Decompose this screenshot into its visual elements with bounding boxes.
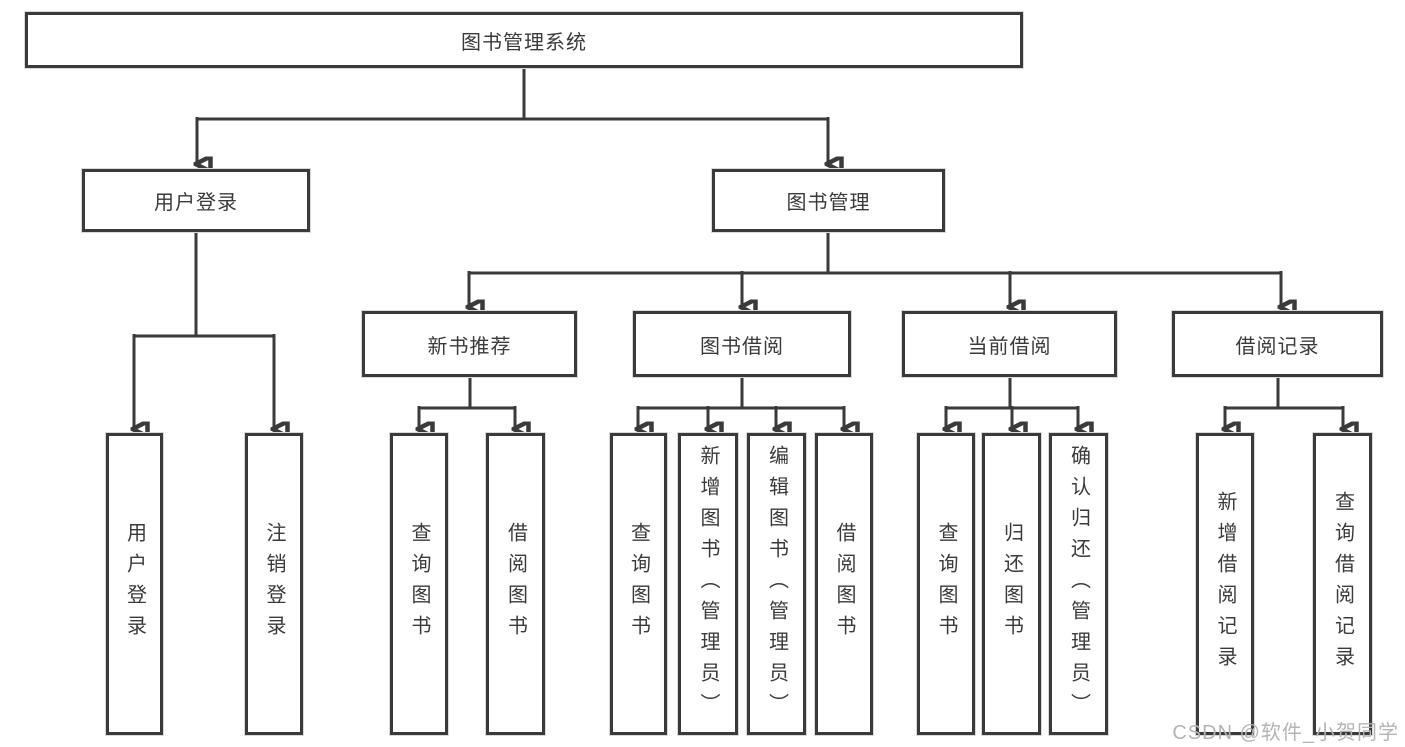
node-new-book-recommend: 新书推荐 (362, 311, 577, 377)
node-label: 确认归还（管理员） (1067, 444, 1090, 724)
csdn-watermark: CSDN @软件_小贺同学 (1172, 722, 1399, 744)
node-label: 查询图书 (408, 522, 430, 646)
node-leaf-add-book-admin: 新增图书（管理员） (678, 433, 738, 735)
node-label: 图书管理系统 (461, 31, 587, 54)
node-leaf-query-book-1: 查询图书 (390, 433, 448, 735)
node-leaf-edit-book-admin: 编辑图书（管理员） (747, 433, 806, 735)
node-leaf-query-book-3: 查询图书 (917, 433, 975, 735)
node-book-mgmt-group: 图书管理 (712, 169, 945, 232)
node-leaf-query-book-2: 查询图书 (610, 433, 667, 735)
node-leaf-add-borrow-record: 新增借阅记录 (1196, 433, 1254, 735)
node-label: 查询借阅记录 (1331, 491, 1354, 677)
node-label: 用户登录 (123, 522, 146, 646)
node-label: 查询图书 (627, 522, 650, 646)
node-leaf-user-login: 用户登录 (106, 433, 163, 735)
node-leaf-borrow-book-1: 借阅图书 (486, 433, 545, 735)
node-user-login-group: 用户登录 (82, 169, 310, 232)
node-label: 借阅记录 (1235, 335, 1320, 358)
node-leaf-query-borrow-record: 查询借阅记录 (1313, 433, 1372, 735)
node-label: 图书借阅 (700, 335, 784, 358)
node-leaf-confirm-return-admin: 确认归还（管理员） (1049, 433, 1108, 735)
node-label: 新增借阅记录 (1214, 491, 1236, 677)
node-label: 新增图书（管理员） (697, 444, 719, 724)
node-current-borrow: 当前借阅 (902, 311, 1117, 377)
node-label: 借阅图书 (833, 522, 855, 646)
node-label: 用户登录 (154, 192, 238, 214)
node-label: 注销登录 (263, 522, 285, 646)
node-label: 借阅图书 (504, 522, 527, 646)
node-borrow-records: 借阅记录 (1172, 311, 1383, 377)
node-label: 新书推荐 (427, 335, 512, 358)
node-label: 编辑图书（管理员） (765, 444, 788, 724)
node-leaf-borrow-book-2: 借阅图书 (815, 433, 873, 735)
node-label: 当前借阅 (967, 335, 1052, 358)
node-label: 查询图书 (935, 522, 957, 646)
node-root-system: 图书管理系统 (25, 12, 1023, 68)
node-leaf-logout: 注销登录 (245, 433, 303, 735)
node-leaf-return-book: 归还图书 (982, 433, 1041, 735)
node-label: 归还图书 (1000, 522, 1023, 646)
node-label: 图书管理 (786, 192, 871, 214)
node-book-borrow: 图书借阅 (633, 311, 851, 377)
